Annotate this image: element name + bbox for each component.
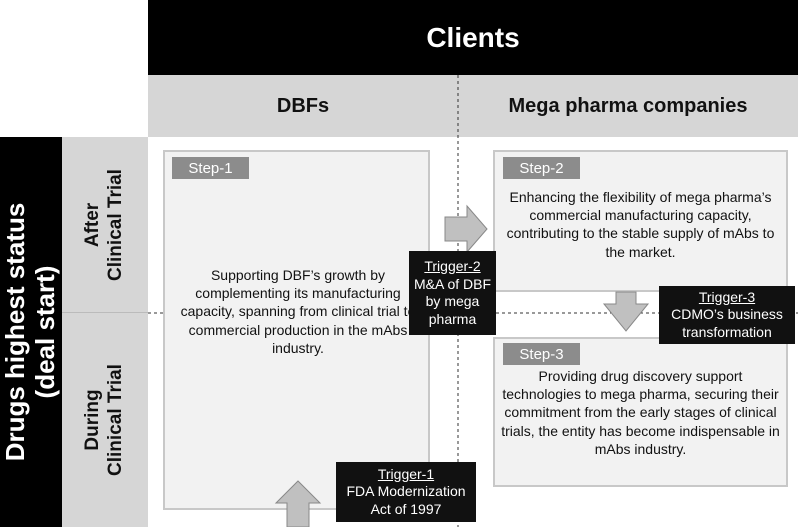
trigger1-box: Trigger-1 FDA Modernization Act of 1997 [336, 462, 476, 522]
during-clinical-trial-row-label: During Clinical Trial [62, 313, 148, 527]
step3-badge: Step-3 [503, 343, 580, 365]
step1-text: Supporting DBF’s growth by complementing… [180, 267, 416, 356]
mega-pharma-header: Mega pharma companies [458, 75, 798, 137]
trigger2-line1: M&A of DBF [413, 275, 492, 292]
trigger3-box: Trigger-3 CDMO’s business transformation [659, 286, 795, 344]
trigger1-line2: Act of 1997 [370, 500, 442, 517]
arrow-down-icon [602, 291, 650, 332]
arrow-up-icon [274, 480, 322, 527]
arrow-right-icon [444, 204, 488, 254]
step2-badge: Step-2 [503, 157, 580, 179]
step2-text: Enhancing the flexibility of mega pharma… [506, 189, 775, 260]
dbfs-header: DBFs [148, 75, 458, 137]
trigger1-line1: FDA Modernization [346, 483, 466, 500]
drugs-status-axis: Drugs highest status (deal start) [0, 137, 62, 527]
trigger1-title: Trigger-1 [377, 465, 435, 482]
trigger3-line1: CDMO’s business [671, 306, 783, 323]
after-clinical-trial-row-label: After Clinical Trial [62, 137, 148, 313]
step1-badge: Step-1 [172, 157, 249, 179]
clients-header: Clients [148, 0, 798, 75]
step3-text: Providing drug discovery support technol… [501, 368, 780, 457]
trigger2-box: Trigger-2 M&A of DBF by mega pharma [409, 251, 496, 335]
trigger2-line3: pharma [428, 310, 477, 327]
step1-panel [163, 150, 430, 510]
trigger3-line2: transformation [682, 323, 772, 340]
trigger2-title: Trigger-2 [424, 258, 481, 274]
trigger3-title: Trigger-3 [698, 288, 756, 305]
trigger2-line2: by mega [425, 293, 480, 309]
